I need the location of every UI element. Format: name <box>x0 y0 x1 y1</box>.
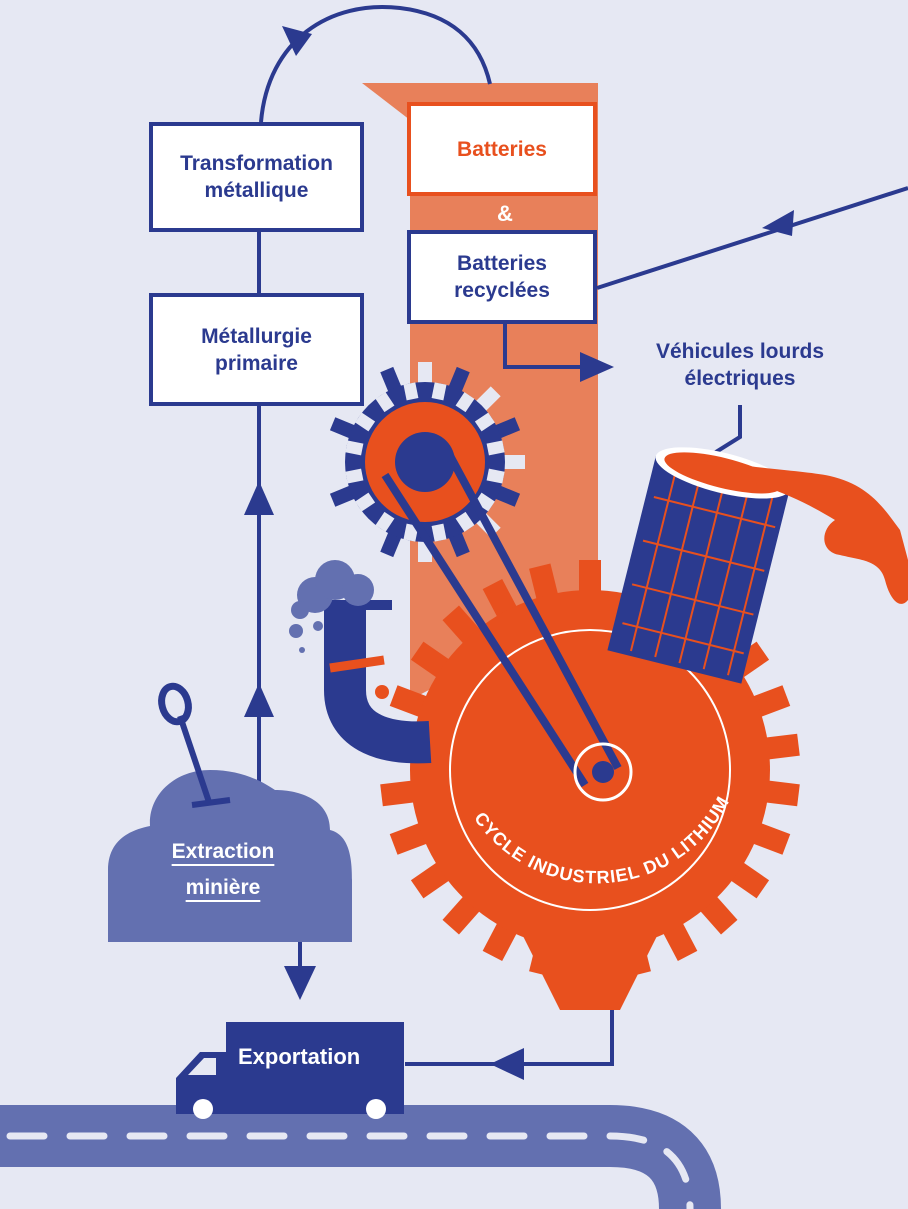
small-gear-pin <box>395 432 455 492</box>
flow-line-gear-export <box>405 1005 614 1066</box>
small-gear-notch <box>375 392 395 413</box>
arrow-export <box>490 1048 524 1080</box>
gear-pin <box>592 761 614 783</box>
small-gear-notch <box>355 412 376 432</box>
extraction-mound <box>108 770 352 942</box>
small-gear-tooth <box>503 455 525 469</box>
molten-pour <box>700 458 908 604</box>
node-batteries-recyclees-label: Batteries recyclées <box>454 252 550 302</box>
small-gear-notch <box>345 440 364 456</box>
shovel-icon <box>158 682 231 808</box>
small-gear-notch <box>345 468 364 484</box>
small-gear-tooth <box>380 366 402 393</box>
belt <box>381 450 622 788</box>
flow-line-to-vehicles <box>503 322 590 369</box>
truck-icon <box>176 1022 404 1119</box>
arrow-down <box>284 966 316 1000</box>
node-transformation-metallique: Transformation métallique <box>149 122 364 232</box>
node-batteries-label: Batteries <box>457 137 547 161</box>
small-gear-tooth <box>325 455 347 469</box>
gear-tooth <box>579 560 601 600</box>
small-gear-notch <box>486 440 505 456</box>
small-gear-notch <box>403 382 419 401</box>
arrow-top <box>282 26 312 56</box>
small-gear-tooth <box>448 531 470 558</box>
ampersand-label: & <box>497 201 513 226</box>
vehicles-pointer <box>706 405 742 459</box>
arrow-up-1 <box>244 481 274 515</box>
small-gear-notch <box>375 511 395 532</box>
small-gear-notch <box>431 382 447 401</box>
battery-cylinder <box>607 447 790 684</box>
arrow-recycled <box>762 210 794 236</box>
arrow-vehicles <box>580 352 614 382</box>
small-gear-notch <box>355 492 376 512</box>
gear-body <box>410 590 770 950</box>
road-dashes <box>6 1132 694 1209</box>
extraction-miniere-label: Extraction minière <box>148 834 298 906</box>
gear-base <box>520 930 660 1010</box>
small-gear-notch <box>431 523 447 542</box>
vehicules-lourds-label: Véhicules lourds électriques <box>655 340 825 390</box>
node-metallurgie-primaire: Métallurgie primaire <box>149 293 364 406</box>
node-batteries-recyclees: Batteries recyclées <box>407 230 597 324</box>
smoke-cloud <box>289 560 374 653</box>
small-gear-notch <box>486 468 505 484</box>
road <box>0 1105 721 1209</box>
extraction-line2: minière <box>185 876 261 899</box>
flow-arc-top <box>259 5 492 123</box>
small-gear-tooth <box>448 366 470 393</box>
small-gear-notch <box>455 392 475 413</box>
small-gear-notch <box>455 511 475 532</box>
small-gear-tooth <box>494 417 521 439</box>
small-gear-tooth <box>329 417 356 439</box>
gear-inner-ring <box>449 629 731 911</box>
node-batteries: Batteries <box>407 102 597 196</box>
arrow-up-2 <box>244 683 274 717</box>
small-gear-tooth <box>380 531 402 558</box>
gear-hub <box>573 742 633 802</box>
exportation-label: Exportation <box>238 1044 361 1069</box>
small-gear-tooth <box>418 362 432 384</box>
small-gear-notch <box>474 492 495 512</box>
extraction-line1: Extraction <box>171 840 275 863</box>
node-transformation-label: Transformation métallique <box>180 152 333 202</box>
small-gear-tooth <box>494 485 521 507</box>
node-metallurgie-label: Métallurgie primaire <box>201 324 312 375</box>
flow-line-recycled-in <box>596 186 908 290</box>
small-gear-tooth <box>329 485 356 507</box>
small-gear-notch <box>474 412 495 432</box>
